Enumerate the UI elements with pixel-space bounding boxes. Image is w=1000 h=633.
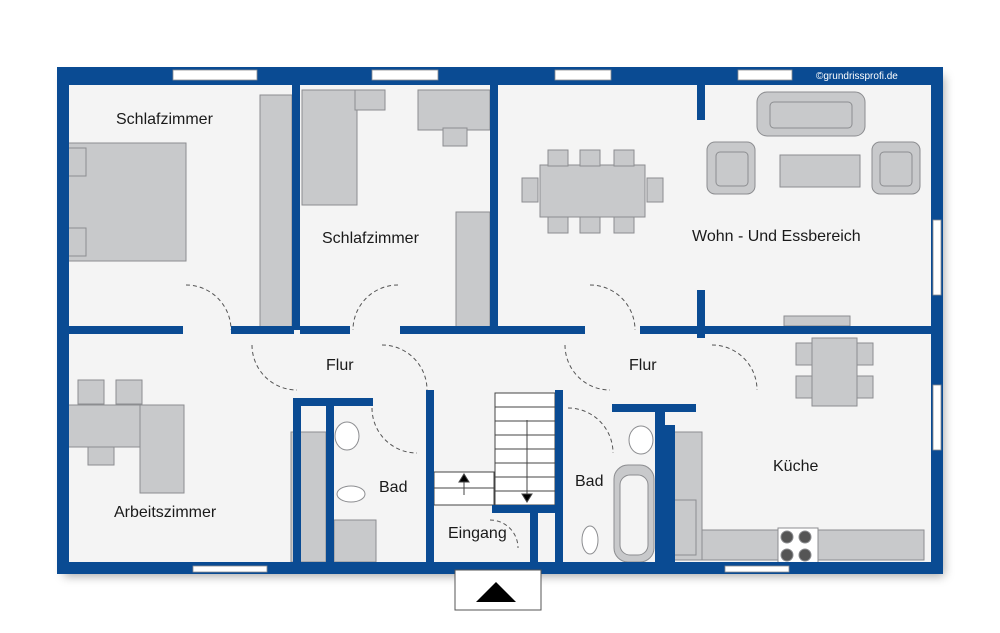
window xyxy=(724,565,790,573)
window xyxy=(932,384,942,451)
room-label-eingang: Eingang xyxy=(448,525,507,542)
stairs xyxy=(433,392,556,506)
window xyxy=(192,565,268,573)
window xyxy=(172,69,258,81)
wardrobe xyxy=(455,211,491,329)
room-label-bad: Bad xyxy=(575,473,604,490)
bed xyxy=(301,89,358,206)
kitchen-table xyxy=(811,337,858,407)
desk xyxy=(417,89,491,131)
room-label-arbeitszimmer: Arbeitszimmer xyxy=(114,504,217,521)
sink xyxy=(671,499,697,556)
desk xyxy=(139,404,185,494)
sanitary xyxy=(334,421,812,562)
toilet xyxy=(581,525,599,555)
washbasin xyxy=(628,425,654,455)
tv-stand xyxy=(783,315,851,327)
room-label-kueche: Küche xyxy=(773,458,819,475)
toilet xyxy=(336,485,366,503)
copyright-text: ©grundrissprofi.de xyxy=(816,71,898,82)
door-swings xyxy=(185,284,758,549)
bed xyxy=(67,142,187,262)
shower xyxy=(333,519,377,563)
windows xyxy=(172,69,942,573)
coffee-table xyxy=(779,154,861,188)
desk xyxy=(67,404,141,448)
window xyxy=(737,69,793,81)
room-label-bad: Bad xyxy=(379,479,408,496)
washbasin xyxy=(334,421,360,451)
room-label-flur: Flur xyxy=(326,357,354,374)
room-label-flur: Flur xyxy=(629,357,657,374)
dining-table xyxy=(539,164,646,218)
room-label-schlafzimmer: Schlafzimmer xyxy=(116,111,213,128)
room-label-wohnbereich: Wohn - Und Essbereich xyxy=(692,228,861,245)
window xyxy=(371,69,439,81)
room-label-schlafzimmer: Schlafzimmer xyxy=(322,230,419,247)
window xyxy=(932,219,942,296)
window xyxy=(554,69,612,81)
entrance-arrow-icon xyxy=(476,582,516,602)
wardrobe xyxy=(259,94,293,329)
